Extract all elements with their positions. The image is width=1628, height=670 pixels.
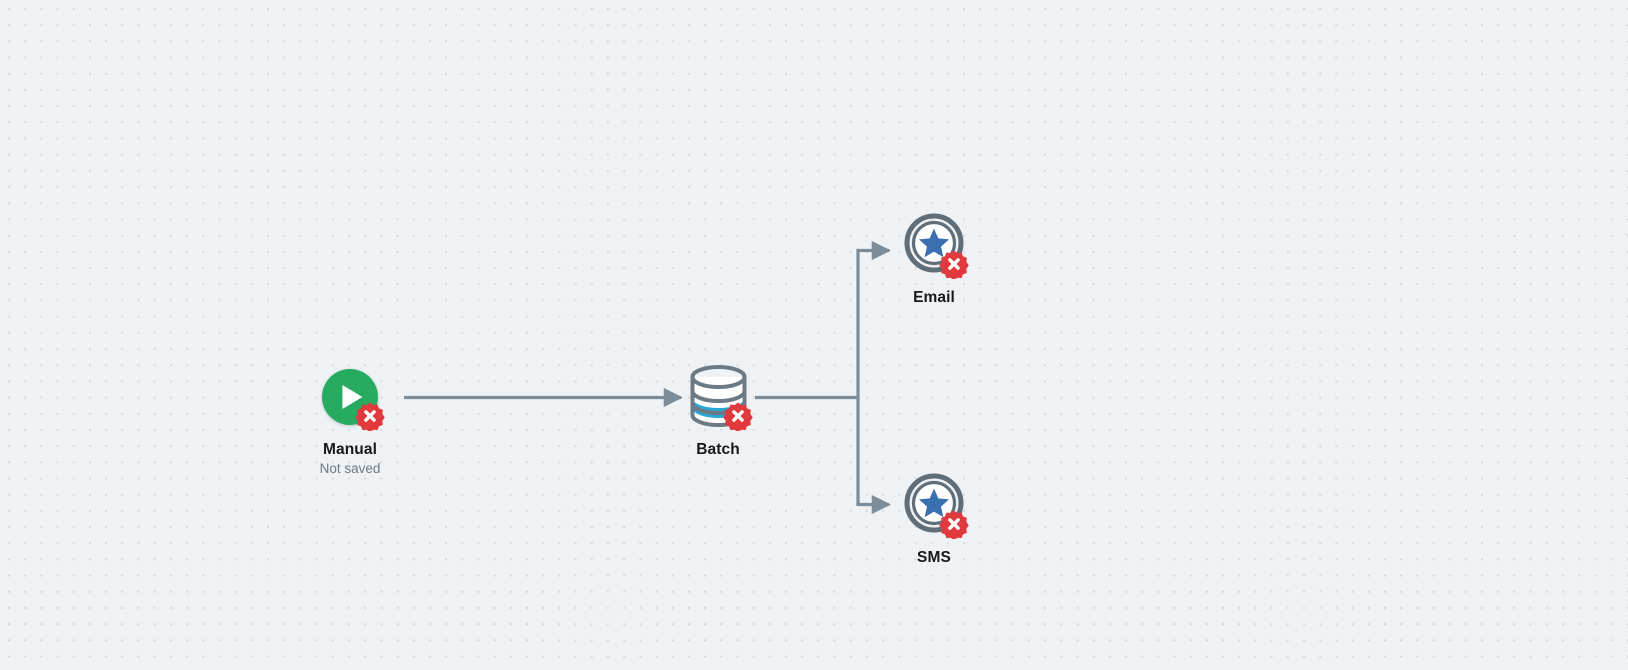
email-icon-wrap[interactable]: [898, 209, 970, 281]
play-triangle-icon: [342, 385, 363, 409]
manual-icon-wrap[interactable]: [314, 361, 386, 433]
error-x-badge[interactable]: [939, 249, 969, 279]
node-label: SMS: [917, 549, 951, 566]
node-manual[interactable]: Manual Not saved: [280, 361, 420, 478]
play-circle-icon: [322, 369, 378, 425]
node-email[interactable]: Email: [864, 209, 1004, 308]
node-label: Email: [913, 289, 955, 306]
batch-icon-wrap[interactable]: [682, 361, 754, 433]
error-x-badge[interactable]: [355, 401, 385, 431]
sms-icon-wrap[interactable]: [898, 469, 970, 541]
star-badge-icon: [904, 473, 964, 533]
error-x-badge[interactable]: [939, 509, 969, 539]
node-sms[interactable]: SMS: [864, 469, 1004, 568]
star-badge-icon: [904, 213, 964, 273]
error-x-badge[interactable]: [723, 401, 753, 431]
node-label: Batch: [696, 441, 740, 458]
node-sublabel: Not saved: [319, 461, 381, 476]
node-label: Manual: [323, 441, 377, 458]
node-batch[interactable]: Batch: [648, 361, 788, 460]
